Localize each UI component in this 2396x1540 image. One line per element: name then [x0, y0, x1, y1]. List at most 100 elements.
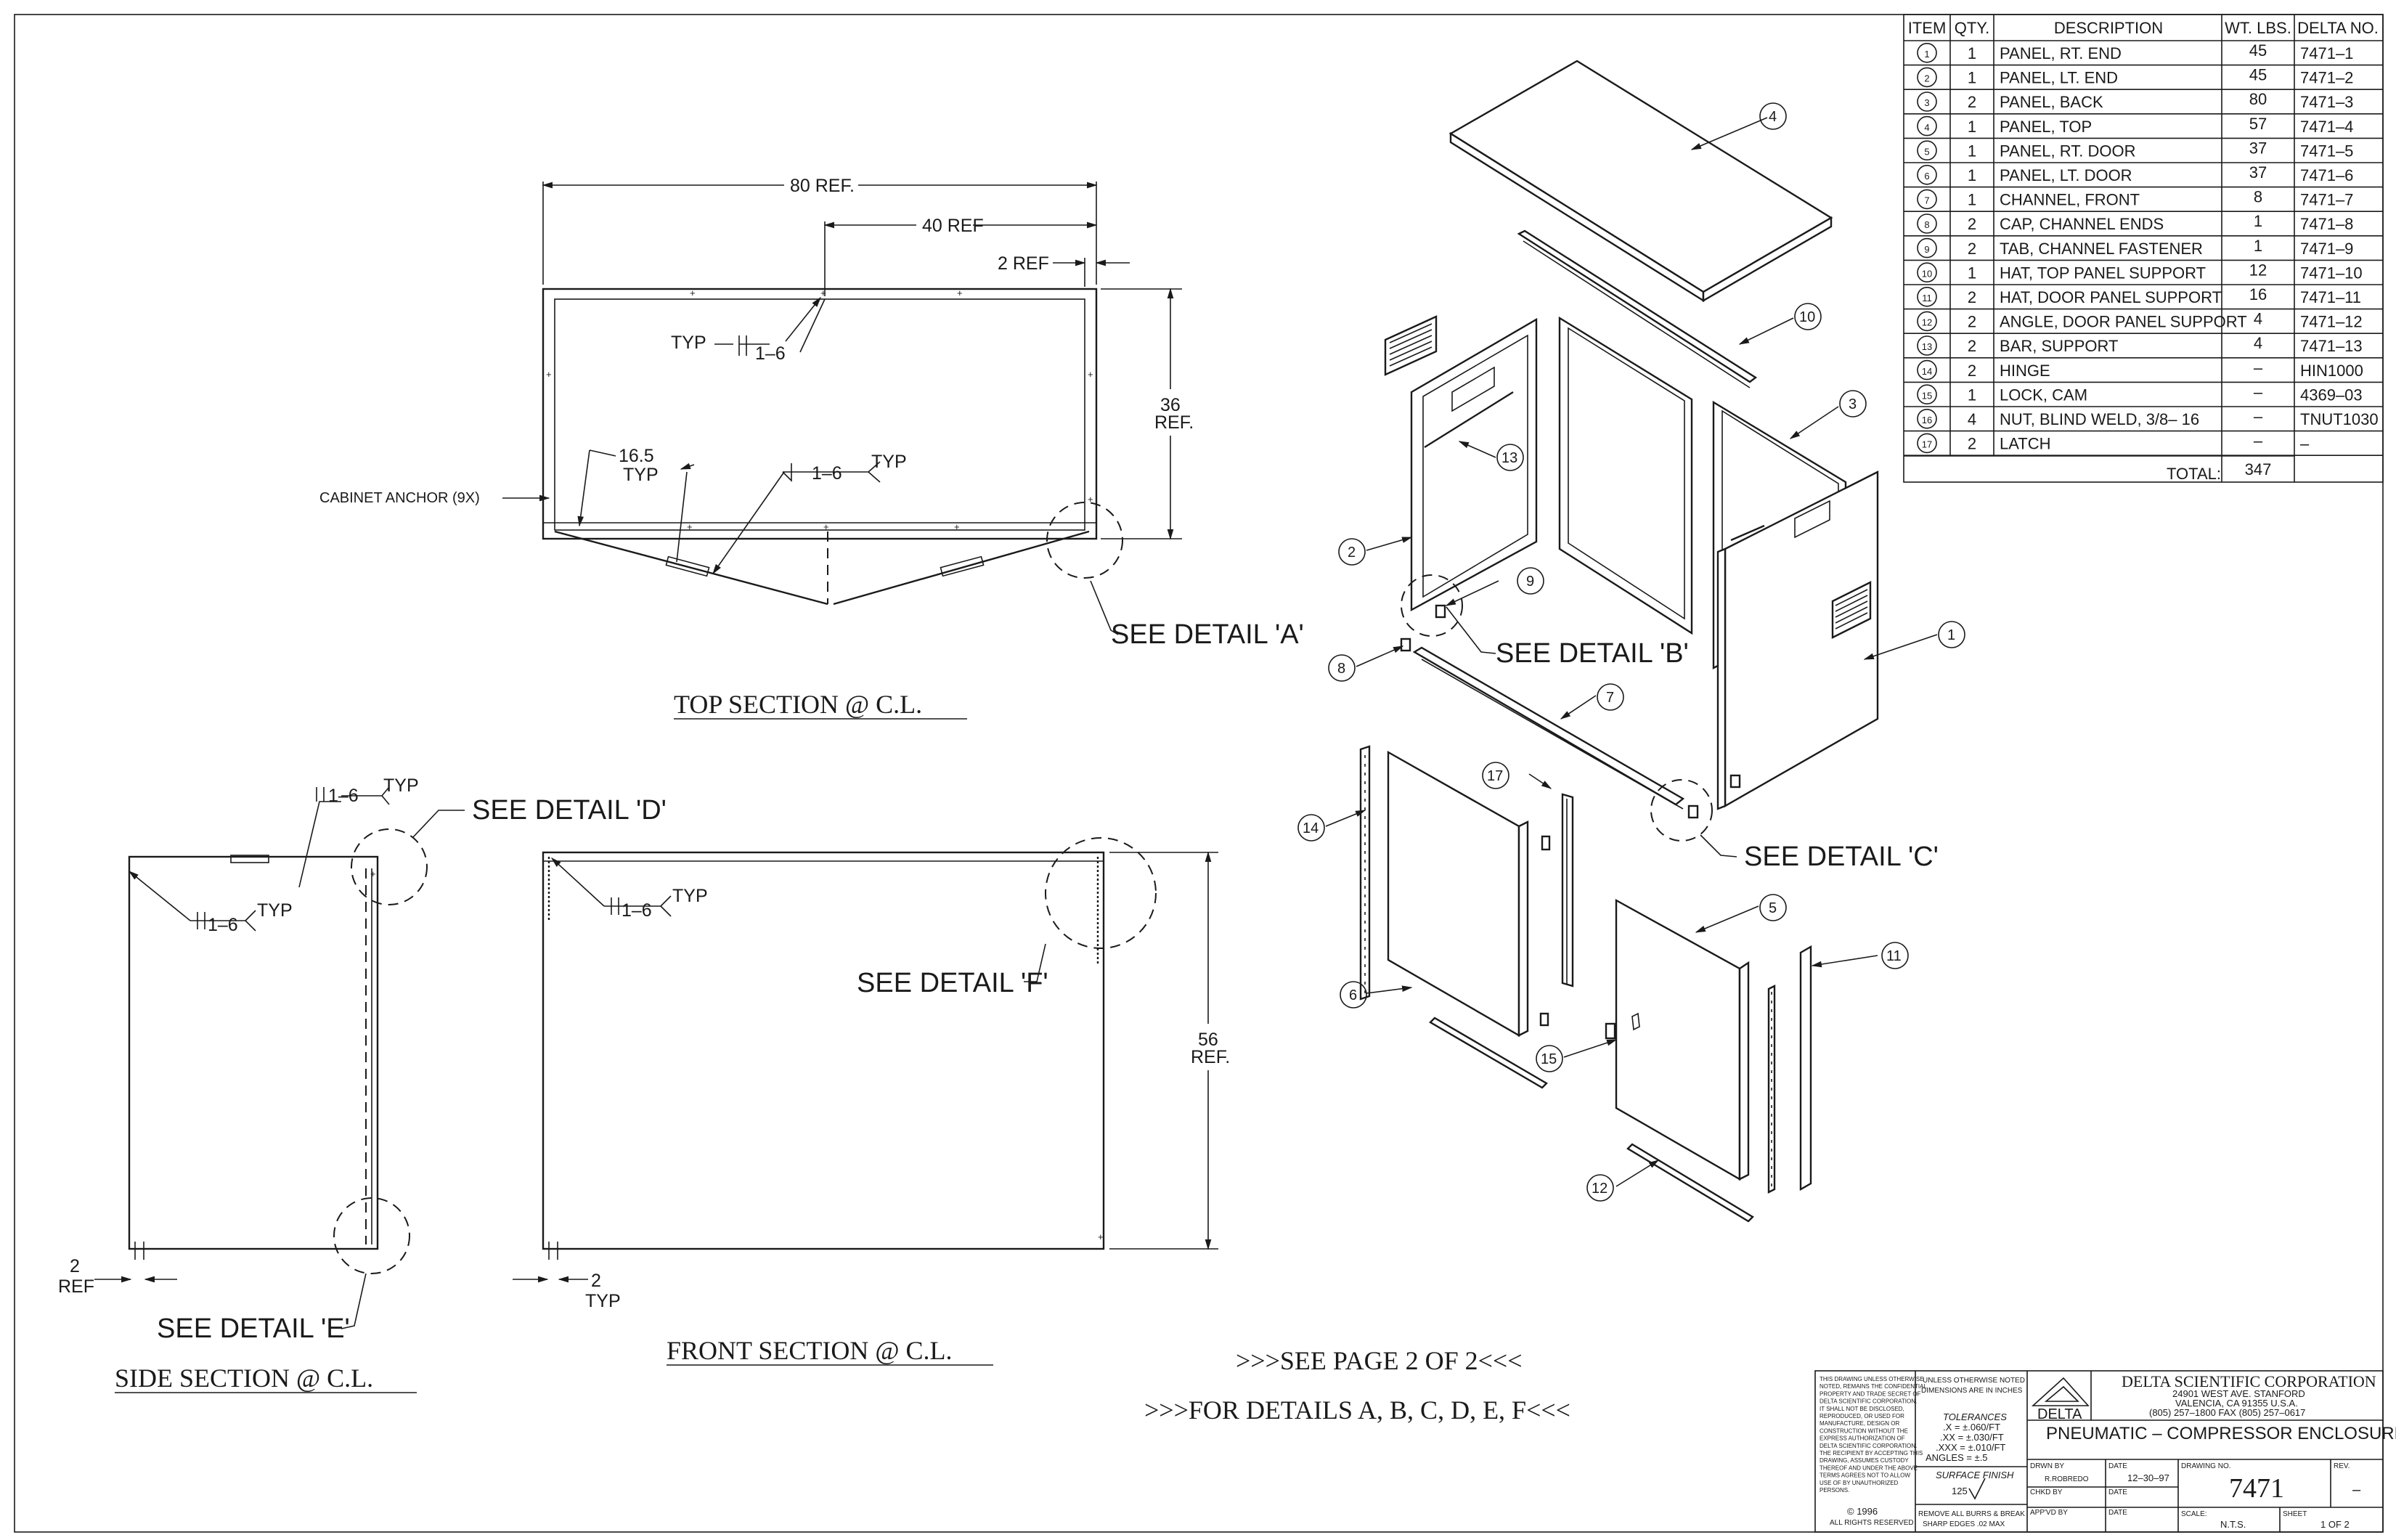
svg-text:+: +: [546, 369, 552, 380]
front-weld-typ: TYP: [672, 886, 708, 906]
drawn-date-label: DATE: [2108, 1462, 2127, 1470]
exploded-view: SEE DETAIL 'B' SEE DETAIL 'C' 1 2 3 4 5 …: [1297, 60, 1965, 1223]
weld-typ-2: TYP: [871, 452, 907, 472]
company-name: DELTA SCIENTIFIC CORPORATION: [2122, 1372, 2376, 1390]
bom-header-0: ITEM: [1908, 19, 1947, 37]
bom-delta-no: HIN1000: [2300, 362, 2363, 380]
bom-delta-no: 7471–12: [2300, 313, 2363, 331]
bom-qty: 2: [1968, 93, 1976, 111]
svg-text:13: 13: [1501, 450, 1517, 466]
side-section-view: + 1–6 TYP SEE DETAIL 'D' 1–6 TYP SEE DET…: [58, 775, 667, 1393]
svg-text:+: +: [370, 868, 376, 879]
bom-delta-no: 7471–9: [2300, 240, 2353, 258]
bom-description: PANEL, LT. END: [2000, 69, 2118, 87]
see-detail-d: SEE DETAIL 'D': [472, 795, 667, 826]
proprietary-line: IT SHALL NOT BE DISCLOSED,: [1820, 1406, 1904, 1412]
svg-text:3: 3: [1849, 396, 1857, 412]
bom-header-4: DELTA NO.: [2297, 19, 2379, 37]
bom-description: LOCK, CAM: [2000, 386, 2087, 404]
proprietary-line: THEREOF AND UNDER THE ABOVE: [1820, 1464, 1918, 1471]
bom-qty: 1: [1968, 166, 1976, 184]
svg-text:12: 12: [1592, 1181, 1607, 1197]
svg-text:+: +: [823, 521, 829, 532]
bom-item: 9: [1924, 244, 1929, 255]
svg-text:DELTA: DELTA: [2037, 1406, 2082, 1422]
svg-text:+: +: [690, 288, 696, 298]
balloon-8: 8: [1328, 654, 1356, 682]
drawn-by-label: DRWN BY: [2030, 1462, 2064, 1470]
side-dim-2: 2: [70, 1256, 80, 1276]
bom-description: PANEL, RT. DOOR: [2000, 142, 2135, 160]
weld-1-6-b: 1–6: [812, 463, 842, 484]
item-balloon: [1917, 91, 1937, 112]
svg-text:8: 8: [1337, 661, 1345, 677]
proprietary-line: THE RECIPIENT BY ACCEPTING THIS: [1820, 1450, 1923, 1457]
bom-delta-no: 7471–5: [2300, 142, 2353, 160]
bom-item: 4: [1924, 122, 1929, 133]
item-balloon: [1917, 384, 1937, 405]
balloon-10: 10: [1794, 303, 1822, 330]
balloon-17: 17: [1482, 762, 1509, 789]
front-weld-1-6: 1–6: [622, 900, 652, 921]
top-section-title: TOP SECTION @ C.L.: [674, 690, 922, 719]
bom-header-3: WT. LBS.: [2225, 19, 2291, 37]
bom-header-1: QTY.: [1955, 19, 1990, 37]
bom-qty: 4: [1968, 410, 1976, 428]
svg-text:5: 5: [1769, 900, 1777, 916]
balloon-14: 14: [1297, 814, 1325, 842]
bom-qty: 2: [1968, 337, 1976, 355]
bom-qty: 2: [1968, 313, 1976, 331]
svg-text:1: 1: [1947, 627, 1955, 643]
bom-qty: 2: [1968, 215, 1976, 233]
proprietary-line: USE OF BY UNAUTHORIZED: [1820, 1480, 1899, 1486]
dim-40-ref: 40 REF: [922, 216, 984, 236]
bom-item: 3: [1924, 97, 1929, 108]
dim-56: 56: [1198, 1030, 1218, 1050]
bom-weight: 45: [2249, 41, 2267, 60]
bom-description: LATCH: [2000, 435, 2051, 453]
drawing-no-label: DRAWING NO.: [2181, 1462, 2231, 1470]
proprietary-line: THIS DRAWING UNLESS OTHERWISE: [1820, 1376, 1924, 1382]
bom-weight: 4: [2254, 310, 2262, 328]
svg-text:+: +: [820, 288, 826, 298]
drawn-date: 12–30–97: [2127, 1472, 2169, 1483]
unless-noted-1: UNLESS OTHERWISE NOTED: [1923, 1377, 2025, 1385]
bom-header-2: DESCRIPTION: [2054, 19, 2163, 37]
bom-qty: 2: [1968, 288, 1976, 306]
bom-weight: –: [2254, 432, 2263, 450]
bom-qty: 1: [1968, 142, 1976, 160]
bom-description: HINGE: [2000, 362, 2050, 380]
bom-item: 8: [1924, 219, 1929, 230]
item-balloon: [1917, 140, 1937, 160]
bom-description: PANEL, RT. END: [2000, 44, 2122, 62]
bom-description: TAB, CHANNEL FASTENER: [2000, 240, 2203, 258]
bom-delta-no: 7471–7: [2300, 191, 2353, 209]
bom-weight: 4: [2254, 334, 2262, 352]
svg-text:15: 15: [1541, 1051, 1557, 1067]
bom-description: PANEL, TOP: [2000, 118, 2092, 136]
see-detail-b: SEE DETAIL 'B': [1496, 638, 1689, 669]
front-dim-2-typ: TYP: [585, 1291, 621, 1311]
svg-text:14: 14: [1303, 820, 1319, 836]
svg-text:11: 11: [1886, 948, 1902, 964]
side-weld-1-6-top: 1–6: [328, 786, 359, 806]
scale-label: SCALE:: [2181, 1510, 2207, 1518]
balloon-1: 1: [1938, 621, 1965, 648]
svg-text:6: 6: [1349, 987, 1357, 1003]
svg-text:+: +: [954, 521, 960, 532]
proprietary-line: REPRODUCED, OR USED FOR: [1820, 1413, 1904, 1419]
bom-description: PANEL, BACK: [2000, 93, 2103, 111]
dim-56-ref: REF.: [1191, 1047, 1230, 1067]
weld-1-6-a: 1–6: [755, 343, 786, 364]
bom-item: 10: [1922, 268, 1932, 279]
proprietary-line: TERMS AGREES NOT TO ALLOW: [1820, 1472, 1910, 1479]
tolerance-xxx: .XXX = ±.010/FT: [1936, 1442, 2005, 1453]
